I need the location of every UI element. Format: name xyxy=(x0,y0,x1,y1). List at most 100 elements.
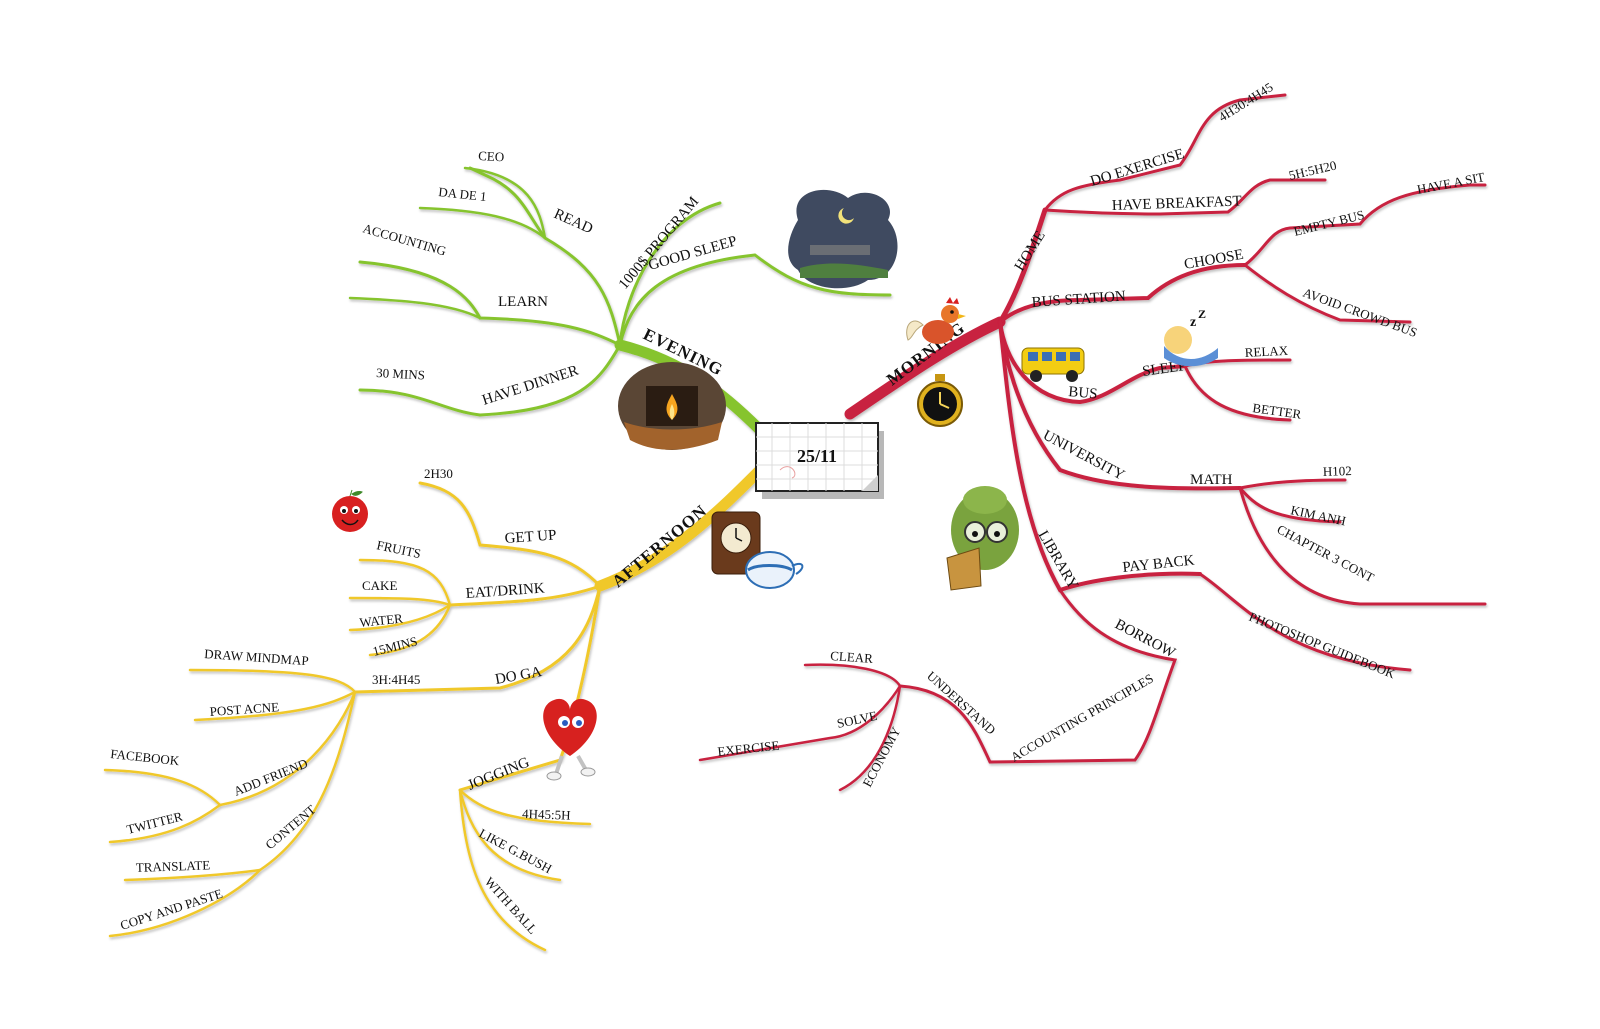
water-label: WATER xyxy=(359,611,404,630)
like-bush-label: LIKE G.BUSH xyxy=(477,825,555,876)
with-ball-line xyxy=(458,788,547,952)
central-topic-box xyxy=(755,422,879,492)
better-line xyxy=(1183,364,1292,422)
have-dinner-label: HAVE DINNER xyxy=(480,363,580,409)
thirty-mins-label: 30 MINS xyxy=(376,365,425,383)
afternoon-trunk xyxy=(594,464,766,592)
cake-line xyxy=(348,596,452,607)
fruits-label: FRUITS xyxy=(375,537,422,561)
solve-label: SOLVE xyxy=(836,708,879,731)
svg-text:Z: Z xyxy=(1198,307,1206,321)
alarm-clock-icon xyxy=(917,374,963,427)
post-acne-line xyxy=(193,690,357,722)
kim-anh-line xyxy=(1238,486,1342,524)
borrow-line xyxy=(898,588,1178,764)
afternoon-branch xyxy=(103,464,766,952)
translate-line xyxy=(123,868,262,882)
eat-drink-line xyxy=(448,584,602,607)
bus-station-label: BUS STATION xyxy=(1031,288,1126,311)
add-friend-line xyxy=(218,690,357,807)
facebook-line xyxy=(103,768,222,807)
h102-line xyxy=(1238,478,1347,490)
accounting-principles-label: ACCOUNTING PRINCIPLES xyxy=(1008,671,1156,765)
rooster-icon xyxy=(906,297,966,344)
photoshop-line xyxy=(1198,572,1412,672)
solve-line xyxy=(698,684,902,762)
empty-bus-line xyxy=(1243,183,1487,267)
post-acne-label: POST ACNE xyxy=(209,699,279,719)
eat-drink-label: EAT/DRINK xyxy=(465,580,545,601)
morning-branch xyxy=(698,93,1487,792)
get-up-time: 2H30 xyxy=(424,466,453,481)
draw-mindmap-line xyxy=(188,668,357,694)
accounting-label: ACCOUNTING xyxy=(361,220,448,258)
central-topic-label: 25/11 xyxy=(797,446,837,466)
fifteen-mins-label: 15MINS xyxy=(371,633,419,659)
add-friend-label: ADD FRIEND xyxy=(232,756,310,799)
relax-label: RELAX xyxy=(1244,343,1289,360)
facebook-label: FACEBOOK xyxy=(110,746,181,768)
bus-station-line xyxy=(998,263,1247,324)
do-ga-label: DO GA xyxy=(494,664,543,688)
afternoon-label: AFTERNOON xyxy=(608,501,710,591)
school-bus-icon xyxy=(1021,347,1085,382)
learn-line xyxy=(358,260,622,347)
jogging-time-label: 4H45:5H xyxy=(522,806,571,823)
photoshop-label: PHOTOSHOP GUIDEBOOK xyxy=(1247,609,1398,682)
learn-lower-line xyxy=(348,296,482,320)
twitter-line xyxy=(108,803,222,844)
kim-anh-label: KIM ANH xyxy=(1289,502,1347,528)
jogging-line xyxy=(458,584,602,792)
bus-label: BUS xyxy=(1068,384,1098,402)
da-de-line xyxy=(418,206,547,240)
avoid-crowd-line xyxy=(1243,263,1412,324)
clear-label: CLEAR xyxy=(830,648,874,666)
get-up-label: GET UP xyxy=(504,527,557,547)
breakfast-label: HAVE BREAKFAST xyxy=(1112,193,1242,214)
home-branch xyxy=(997,207,1048,325)
dinner-line xyxy=(358,343,622,417)
empty-bus-label: EMPTY BUS xyxy=(1292,207,1366,239)
content-line xyxy=(258,690,357,872)
breakfast-line xyxy=(1043,178,1327,216)
read-label: READ xyxy=(551,206,595,237)
fruits-line xyxy=(358,558,452,607)
translate-label: TRANSLATE xyxy=(136,857,211,875)
jogging-label: JOGGING xyxy=(466,754,532,793)
chapter-line xyxy=(1238,486,1487,606)
economy-line xyxy=(838,684,902,792)
fifteen-line xyxy=(368,603,452,657)
do-exercise-time: 4H30:4H45 xyxy=(1216,79,1276,124)
program-label: 1000$ PROGRAM xyxy=(616,194,702,293)
library-line xyxy=(998,320,1202,593)
university-line xyxy=(998,320,1242,491)
da-de-label: DA DE 1 xyxy=(438,184,488,204)
borrow-label: BORROW xyxy=(1112,616,1178,661)
apple-icon xyxy=(332,489,368,532)
h102-label: H102 xyxy=(1323,463,1352,479)
do-ga-time: 3H:4H45 xyxy=(372,672,420,687)
central-topic[interactable]: 25/11 xyxy=(755,422,884,499)
copy-paste-label: COPY AND PASTE xyxy=(118,886,224,933)
bus-line xyxy=(998,320,1187,405)
bookworm-icon xyxy=(946,486,1019,591)
program-line xyxy=(618,201,722,347)
fireplace-icon xyxy=(618,362,726,450)
morning-trunk xyxy=(844,316,1006,420)
copy-paste-line xyxy=(108,868,262,938)
sleeping-child-icon: z Z xyxy=(1164,307,1218,367)
good-sleep-line xyxy=(618,253,892,347)
do-ga-line xyxy=(353,584,602,694)
understand-label: UNDERSTAND xyxy=(924,668,999,737)
water-line xyxy=(348,603,452,632)
clock-teapot-icon xyxy=(711,511,804,589)
ceo-line xyxy=(463,166,547,240)
economy-label: ECONOMY xyxy=(859,724,903,790)
better-label: BETTER xyxy=(1252,400,1303,422)
ceo-label: CEO xyxy=(478,148,505,164)
do-exercise-line xyxy=(1043,93,1287,212)
heart-runner-icon xyxy=(543,698,597,781)
home-label: HOME xyxy=(1012,228,1049,274)
math-label: MATH xyxy=(1190,472,1233,488)
pay-back-label: PAY BACK xyxy=(1122,553,1196,576)
